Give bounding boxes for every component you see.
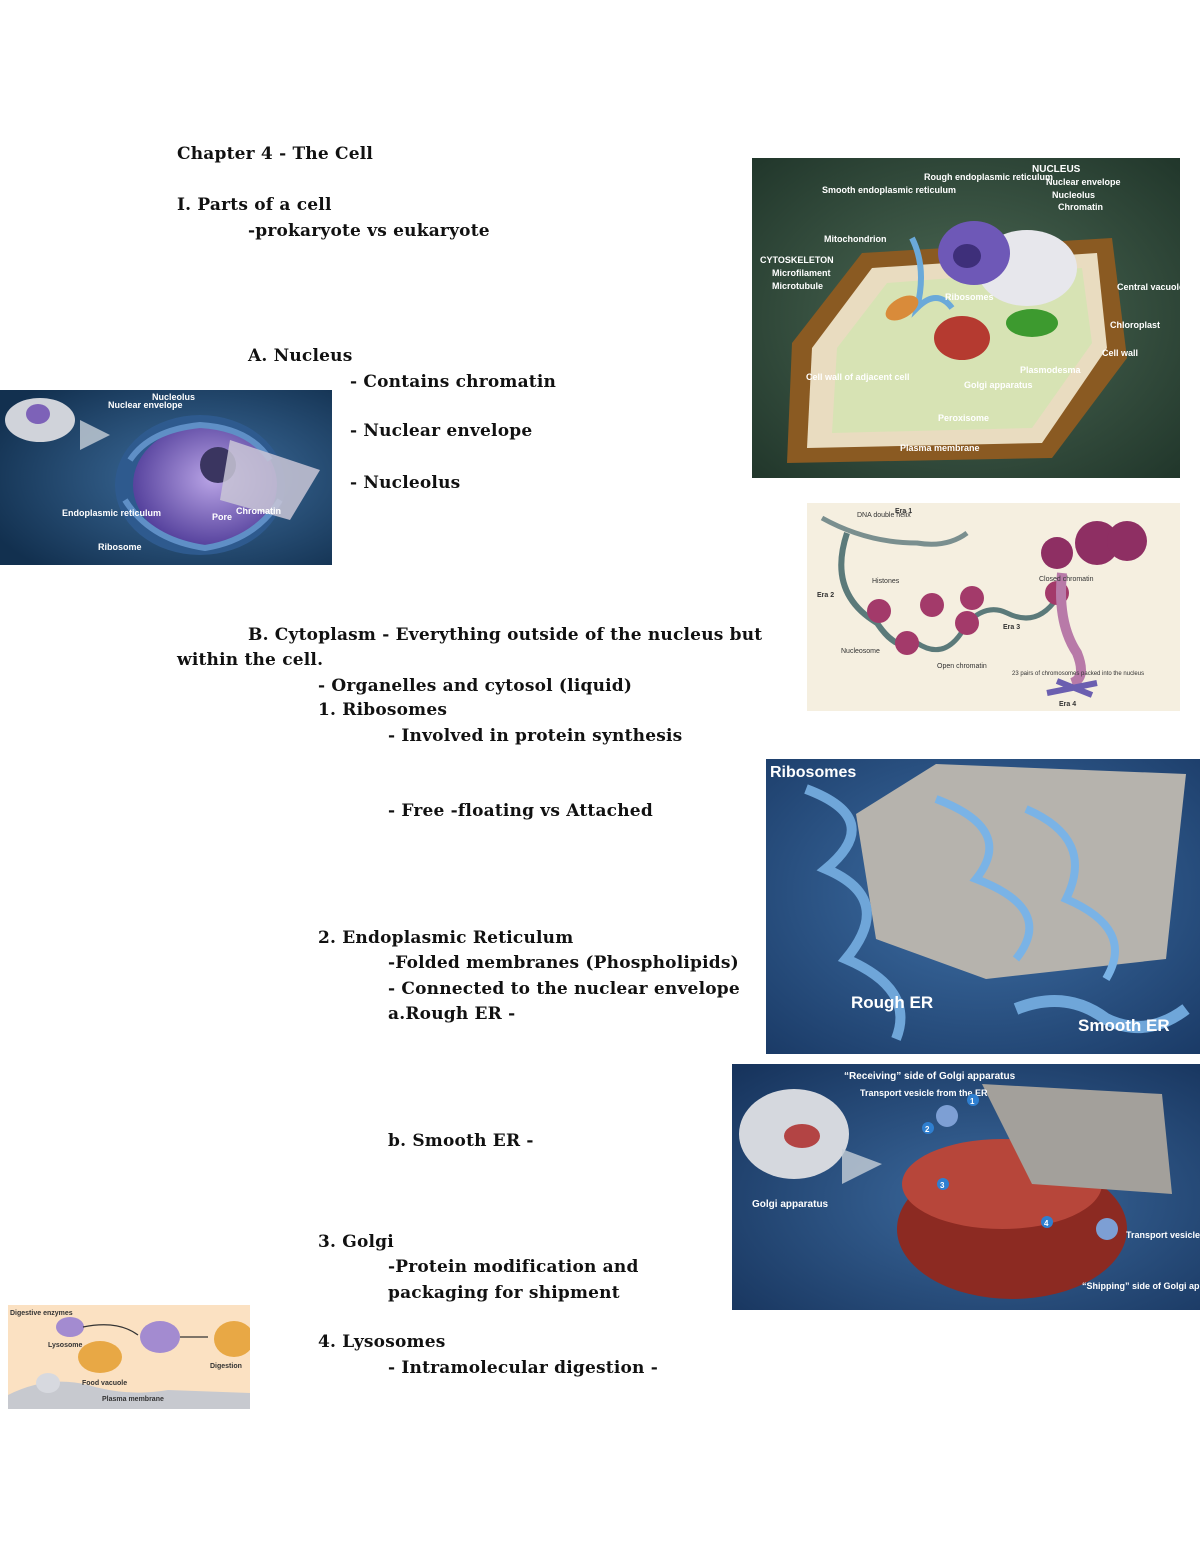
plant-fig-label: Microtubule	[772, 281, 823, 291]
nucleus-fig-label: Chromatin	[236, 506, 281, 516]
golgi-point-cont: packaging for shipment	[388, 1283, 620, 1303]
plant-fig-label: CYTOSKELETON	[760, 255, 834, 265]
er-heading: 2. Endoplasmic Reticulum	[318, 928, 574, 948]
plant-fig-label: Chromatin	[1058, 202, 1103, 212]
lysosome-fig-label: Lysosome	[48, 1342, 82, 1349]
plant-fig-label: Plasmodesma	[1020, 365, 1082, 375]
chromatin-fig-label: Closed chromatin	[1039, 576, 1094, 583]
plant-fig-label: Cell wall of adjacent cell	[806, 372, 910, 382]
er-figure: Ribosomes Rough ER Smooth ER	[766, 759, 1200, 1054]
er-point: - Connected to the nuclear envelope	[388, 979, 740, 999]
lysosome-fig-label: Digestion	[210, 1363, 242, 1370]
section-heading-parts: I. Parts of a cell	[177, 195, 332, 215]
chromatin-fig-label: 23 pairs of chromosomes packed into the …	[1012, 671, 1144, 677]
lysosome-fig-label: Food vacuole	[82, 1380, 127, 1387]
chromatin-fig-label: DNA double helix	[857, 512, 911, 519]
plant-fig-label: Chloroplast	[1110, 320, 1160, 330]
er-fig-label: Smooth ER	[1078, 1016, 1170, 1035]
chromatin-fig-label: Era 4	[1059, 701, 1076, 708]
plant-fig-label: Rough endoplasmic reticulum	[924, 172, 1053, 182]
plant-fig-label: Golgi apparatus	[964, 380, 1033, 390]
cytoplasm-sub: - Organelles and cytosol (liquid)	[318, 676, 633, 696]
nucleus-fig-label: Ribosome	[98, 542, 142, 552]
cytoplasm-heading: B. Cytoplasm - Everything outside of the…	[248, 625, 763, 645]
golgi-fig-label: Golgi apparatus	[752, 1199, 829, 1210]
chromatin-fig-label: Era 1	[895, 508, 912, 515]
plant-fig-label: NUCLEUS	[1032, 164, 1081, 175]
nucleus-fig-label: Endoplasmic reticulum	[62, 508, 161, 518]
golgi-point: -Protein modification and	[388, 1257, 639, 1277]
er-point: -Folded membranes (Phospholipids)	[388, 953, 739, 973]
golgi-fig-label: “Receiving” side of Golgi apparatus	[844, 1071, 1016, 1082]
ribosomes-point: - Involved in protein synthesis	[388, 726, 683, 746]
plant-fig-label: Smooth endoplasmic reticulum	[822, 185, 956, 195]
plant-fig-label: Plasma membrane	[900, 443, 980, 453]
golgi-step-number: 3	[940, 1181, 945, 1190]
lysosome-fig-label: Plasma membrane	[102, 1396, 164, 1403]
golgi-fig-label: “Shipping” side of Golgi apparatus	[1082, 1281, 1200, 1291]
golgi-heading: 3. Golgi	[318, 1232, 394, 1252]
plant-fig-label: Mitochondrion	[824, 234, 887, 244]
nucleus-fig-label: Nucleolus	[152, 392, 195, 402]
er-fig-label: Rough ER	[851, 993, 933, 1012]
section-sub-prokaryote: -prokaryote vs eukaryote	[248, 221, 490, 241]
nucleus-point: - Contains chromatin	[350, 372, 557, 392]
plant-fig-label: Cell wall	[1102, 348, 1138, 358]
lysosomes-point: - Intramolecular digestion -	[388, 1358, 658, 1378]
chromatin-figure: DNA double helix Era 1 Era 2 Histones Cl…	[807, 503, 1180, 711]
plant-fig-label: Ribosomes	[945, 292, 994, 302]
golgi-step-number: 4	[1044, 1219, 1049, 1228]
rough-er-item: a.Rough ER -	[388, 1004, 516, 1024]
cytoplasm-heading-cont: within the cell.	[177, 650, 324, 670]
ribosomes-point: - Free -floating vs Attached	[388, 801, 653, 821]
nucleus-fig-label: Pore	[212, 512, 232, 522]
chromatin-fig-label: Era 2	[817, 592, 834, 599]
nucleus-point: - Nucleolus	[350, 473, 461, 493]
ribosomes-heading: 1. Ribosomes	[318, 700, 448, 720]
golgi-figure: “Receiving” side of Golgi apparatus Tran…	[732, 1064, 1200, 1310]
lysosome-fig-label: Digestive enzymes	[10, 1310, 73, 1317]
plant-fig-label: Peroxisome	[938, 413, 989, 423]
nucleus-heading: A. Nucleus	[248, 346, 353, 366]
nucleus-fig-label: Nuclear envelope	[108, 400, 183, 410]
plant-cell-figure: NUCLEUS Nuclear envelope Nucleolus Chrom…	[752, 158, 1180, 478]
golgi-step-number: 1	[970, 1097, 975, 1106]
golgi-step-number: 2	[925, 1125, 930, 1134]
smooth-er-item: b. Smooth ER -	[388, 1131, 534, 1151]
golgi-fig-label: Transport vesicle from the Golgi	[1126, 1230, 1200, 1240]
nucleus-point: - Nuclear envelope	[350, 421, 533, 441]
page-title: Chapter 4 - The Cell	[177, 144, 374, 164]
plant-fig-label: Central vacuole	[1117, 282, 1180, 292]
lysosome-figure: Digestive enzymes Lysosome Food vacuole …	[8, 1305, 250, 1409]
nucleus-figure: Nuclear envelope Nucleolus Endoplasmic r…	[0, 390, 332, 565]
chromatin-fig-label: Nucleosome	[841, 648, 880, 655]
golgi-fig-label: Transport vesicle from the ER	[860, 1088, 988, 1098]
chromatin-fig-label: Era 3	[1003, 624, 1020, 631]
er-fig-label: Ribosomes	[770, 764, 856, 781]
chromatin-fig-label: Histones	[872, 578, 900, 585]
plant-fig-label: Nucleolus	[1052, 190, 1095, 200]
lysosomes-heading: 4. Lysosomes	[318, 1332, 446, 1352]
chromatin-fig-label: Open chromatin	[937, 663, 987, 670]
plant-fig-label: Microfilament	[772, 268, 831, 278]
plant-fig-label: Nuclear envelope	[1046, 177, 1121, 187]
